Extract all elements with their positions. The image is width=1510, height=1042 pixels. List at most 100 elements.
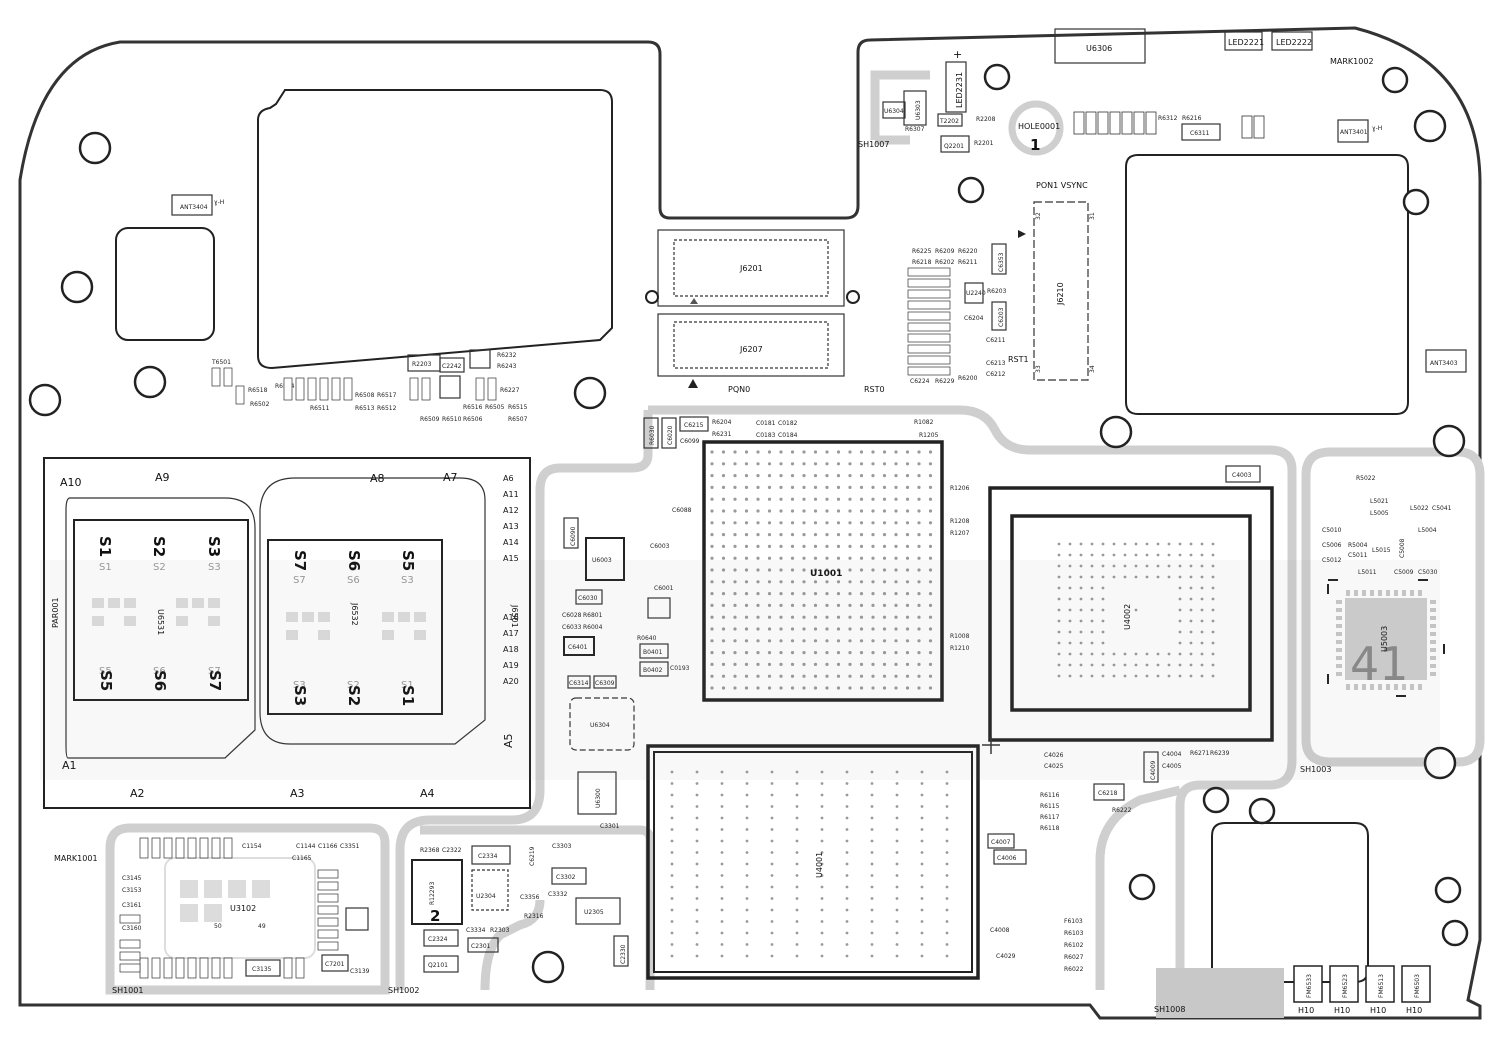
bga-ball <box>945 931 949 935</box>
bga-ball <box>756 662 760 667</box>
bga-ball <box>905 592 910 596</box>
svg-text:S1: S1 <box>99 562 112 573</box>
svg-text:A19: A19 <box>503 661 519 670</box>
bga-ball <box>770 862 774 866</box>
svg-text:C6219: C6219 <box>529 846 536 866</box>
bga-ball <box>802 568 806 572</box>
svg-text:PQN0: PQN0 <box>728 385 750 394</box>
bga-ball <box>1200 630 1204 634</box>
background-watermark <box>40 560 1440 780</box>
svg-text:R6222: R6222 <box>1112 807 1132 814</box>
svg-text:C6212: C6212 <box>986 371 1006 378</box>
bga-ball <box>905 474 910 478</box>
bga-ball <box>825 580 829 584</box>
bga-ball <box>871 556 875 560</box>
shield-can-bottom-right <box>1211 822 1369 983</box>
bga-ball <box>917 556 921 560</box>
chip-u2304-cluster: R2368 C2322 C2334 R12293 2 U2304 C2324 C… <box>388 771 629 995</box>
bga-ball <box>1156 564 1160 568</box>
bga-ball <box>767 592 772 596</box>
bga-ball <box>920 793 924 797</box>
bga-ball <box>859 603 864 608</box>
bga-ball <box>945 920 949 923</box>
bga-ball <box>820 897 824 900</box>
svg-text:R6030: R6030 <box>649 425 656 445</box>
svg-text:PON1 VSYNC: PON1 VSYNC <box>1036 181 1088 190</box>
bga-ball <box>779 592 783 596</box>
h10-label: H10 <box>1298 1006 1314 1015</box>
svg-text:B0402: B0402 <box>643 667 663 674</box>
bga-ball <box>1178 564 1182 568</box>
bga-ball <box>779 651 783 655</box>
bga-ball <box>895 954 899 958</box>
bga-ball <box>802 509 806 513</box>
bga-ball <box>779 462 783 466</box>
bga-ball <box>905 497 910 501</box>
bga-ball <box>825 556 829 560</box>
svg-text:C0193: C0193 <box>670 665 690 672</box>
svg-text:A8: A8 <box>370 472 385 485</box>
svg-text:A17: A17 <box>503 629 519 638</box>
svg-text:R6511: R6511 <box>310 405 330 412</box>
bga-ball <box>905 509 910 513</box>
bga-ball <box>756 651 760 655</box>
qfn-pad <box>1336 672 1342 676</box>
bga-ball <box>813 462 818 466</box>
bga-ball <box>871 521 875 525</box>
svg-text:LED2221: LED2221 <box>1228 38 1264 47</box>
bga-ball <box>825 603 829 608</box>
svg-text:A15: A15 <box>503 554 519 563</box>
bga-ball <box>820 931 824 935</box>
bga-ball <box>745 943 749 946</box>
bga-ball <box>820 943 824 946</box>
bga-ball <box>1068 553 1072 557</box>
svg-text:C6224: C6224 <box>910 378 930 385</box>
bga-ball <box>670 793 674 797</box>
bga-ball <box>1101 619 1105 623</box>
svg-text:C1165: C1165 <box>292 855 312 862</box>
bga-ball <box>695 908 699 912</box>
bga-ball <box>790 592 795 596</box>
svg-text:L5021: L5021 <box>1370 498 1389 505</box>
chip-u4002: U4002 C4003 C4026 C4025 C4004 C4005 R627… <box>982 465 1274 973</box>
bga-ball <box>721 474 726 478</box>
bga-ball <box>920 816 924 820</box>
bga-ball <box>670 931 674 935</box>
bga-ball <box>1178 553 1182 557</box>
bga-ball <box>720 920 724 923</box>
bga-ball <box>670 897 674 900</box>
bga-ball <box>1079 663 1083 667</box>
svg-text:C2324: C2324 <box>428 936 448 943</box>
bga-ball <box>1057 652 1061 656</box>
bga-ball <box>795 851 799 854</box>
svg-text:R6243: R6243 <box>497 363 517 370</box>
bga-ball <box>695 874 699 877</box>
bga-ball <box>720 839 724 843</box>
bga-ball <box>836 615 841 619</box>
bga-ball <box>790 580 795 584</box>
bga-ball <box>917 651 921 655</box>
bga-ball <box>721 639 726 643</box>
bga-ball <box>744 662 749 667</box>
bga-ball <box>882 651 887 655</box>
bga-ball <box>1079 553 1083 557</box>
bga-ball <box>756 462 760 466</box>
bga-ball <box>894 662 898 667</box>
bga-ball <box>845 770 849 774</box>
bga-ball <box>894 686 898 690</box>
bga-ball <box>825 509 829 513</box>
bga-ball <box>882 509 887 513</box>
qfn-pad <box>1354 590 1358 596</box>
bga-ball <box>767 533 772 537</box>
svg-text:C4005: C4005 <box>1162 763 1182 770</box>
bga-ball <box>1156 575 1160 579</box>
bga-ball <box>744 544 749 549</box>
qfn-pad <box>1430 632 1436 636</box>
bga-ball <box>695 816 699 820</box>
svg-text:R6505: R6505 <box>485 404 505 411</box>
bga-ball <box>1123 663 1127 667</box>
bga-ball <box>859 686 864 690</box>
svg-text:R1205: R1205 <box>919 432 939 439</box>
bga-ball <box>733 509 737 513</box>
bga-ball <box>1057 586 1061 590</box>
